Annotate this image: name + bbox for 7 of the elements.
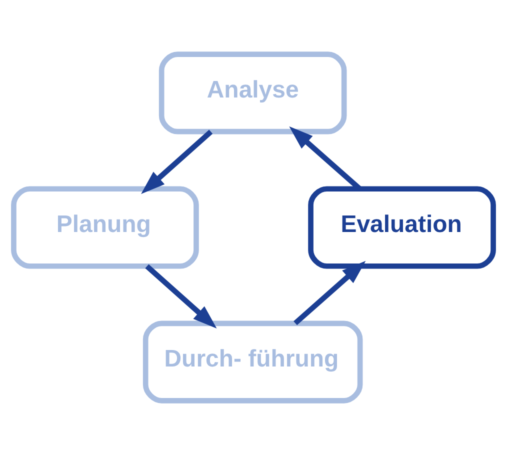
node-box: Evaluation — [308, 186, 496, 269]
arrow — [145, 264, 217, 329]
node-box: Analyse — [158, 52, 347, 134]
node-box: Planung — [11, 186, 199, 269]
arrow — [141, 130, 213, 194]
arrow — [294, 260, 366, 326]
node-box: Durch- führung — [142, 320, 363, 404]
